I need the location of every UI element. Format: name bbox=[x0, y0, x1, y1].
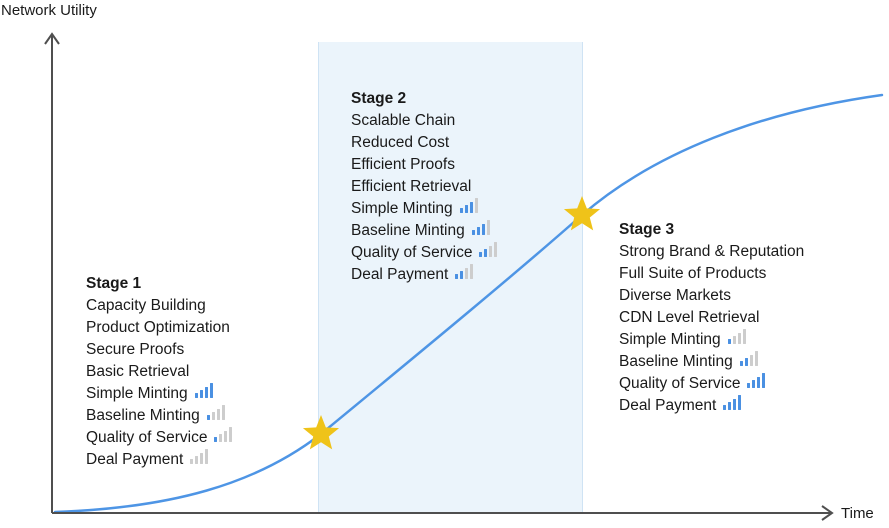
stage-item: Scalable Chain bbox=[351, 110, 497, 132]
stage-item-label: Strong Brand & Reputation bbox=[619, 243, 805, 260]
stage-item-label: Quality of Service bbox=[351, 244, 473, 261]
bar-level-icon bbox=[459, 198, 478, 213]
stage-item: Deal Payment bbox=[86, 449, 232, 471]
bar-level-icon bbox=[479, 242, 498, 257]
stage-item-label: Efficient Proofs bbox=[351, 156, 455, 173]
bar-level-icon bbox=[206, 405, 225, 420]
bar-level-icon bbox=[739, 351, 758, 366]
stage-item: Diverse Markets bbox=[619, 285, 804, 307]
stage-item-label: Secure Proofs bbox=[86, 341, 185, 358]
bar-level-icon bbox=[190, 449, 209, 464]
stage-item: Simple Minting bbox=[351, 198, 497, 220]
stage-item: Product Optimization bbox=[86, 317, 232, 339]
stage-item: Reduced Cost bbox=[351, 132, 497, 154]
stage-item-label: Deal Payment bbox=[351, 266, 449, 283]
stage-item-label: Simple Minting bbox=[86, 385, 188, 402]
stage-item-label: Deal Payment bbox=[619, 397, 717, 414]
stage-item-label: Diverse Markets bbox=[619, 287, 731, 304]
stage2-highlight-band bbox=[318, 42, 583, 513]
bar-level-icon bbox=[471, 220, 490, 235]
stage-title: Stage 2 bbox=[351, 90, 407, 107]
stage-item-label: CDN Level Retrieval bbox=[619, 309, 760, 326]
stage-item-label: Capacity Building bbox=[86, 297, 206, 314]
stage-item: Basic Retrieval bbox=[86, 361, 232, 383]
milestone-star-1 bbox=[302, 415, 340, 450]
stage-item-label: Quality of Service bbox=[86, 429, 208, 446]
x-axis-arrowhead-icon bbox=[821, 505, 834, 521]
stage-item-label: Product Optimization bbox=[86, 319, 230, 336]
stage-item-label: Baseline Minting bbox=[351, 222, 465, 239]
stage-item: Quality of Service bbox=[351, 242, 498, 264]
bar-level-icon bbox=[723, 395, 742, 410]
stage-item: Baseline Minting bbox=[351, 220, 497, 242]
milestone-star-2 bbox=[563, 196, 601, 231]
stage-item: Simple Minting bbox=[619, 329, 804, 351]
stage-item-label: Simple Minting bbox=[351, 200, 453, 217]
stage-item: Deal Payment bbox=[351, 264, 497, 286]
stage-item-label: Deal Payment bbox=[86, 451, 184, 468]
stage-item-label: Baseline Minting bbox=[619, 353, 733, 370]
stage-item-label: Efficient Retrieval bbox=[351, 178, 472, 195]
stage-item: Secure Proofs bbox=[86, 339, 232, 361]
utility-curve bbox=[53, 93, 884, 514]
stage-item: Baseline Minting bbox=[86, 405, 232, 427]
x-axis-label: Time bbox=[841, 505, 874, 522]
stage-item-label: Reduced Cost bbox=[351, 134, 450, 151]
stage-item-label: Quality of Service bbox=[619, 375, 741, 392]
stage-item: Deal Payment bbox=[619, 395, 804, 417]
stage-item: Full Suite of Products bbox=[619, 263, 804, 285]
stage-title: Stage 3 bbox=[619, 221, 675, 238]
stage-item-label: Full Suite of Products bbox=[619, 265, 767, 282]
y-axis-arrowhead-icon bbox=[44, 32, 60, 45]
stage-item-label: Baseline Minting bbox=[86, 407, 200, 424]
y-axis-label: Network Utility bbox=[1, 2, 97, 19]
bar-level-icon bbox=[747, 373, 766, 388]
stage-item: Baseline Minting bbox=[619, 351, 804, 373]
stage-item: Strong Brand & Reputation bbox=[619, 241, 804, 263]
stage-item: Simple Minting bbox=[86, 383, 232, 405]
stage-item-label: Simple Minting bbox=[619, 331, 721, 348]
bar-level-icon bbox=[727, 329, 746, 344]
stage-item-label: Scalable Chain bbox=[351, 112, 456, 129]
stage-title: Stage 1 bbox=[86, 275, 142, 292]
stage-item: Quality of Service bbox=[86, 427, 233, 449]
stage-item: CDN Level Retrieval bbox=[619, 307, 804, 329]
stage-item: Quality of Service bbox=[619, 373, 804, 395]
stage-item: Capacity Building bbox=[86, 295, 232, 317]
stage-item: Efficient Retrieval bbox=[351, 176, 497, 198]
bar-level-icon bbox=[455, 264, 474, 279]
bar-level-icon bbox=[194, 383, 213, 398]
bar-level-icon bbox=[214, 427, 233, 442]
stage-item: Efficient Proofs bbox=[351, 154, 497, 176]
stage-item-label: Basic Retrieval bbox=[86, 363, 190, 380]
